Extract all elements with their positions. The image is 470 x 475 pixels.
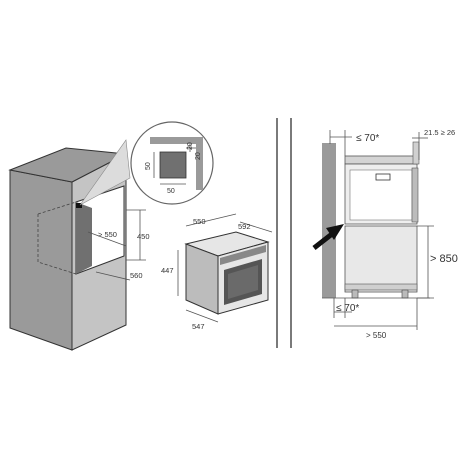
oven-top-width-dimline bbox=[239, 221, 273, 233]
foot-right bbox=[401, 289, 409, 299]
detail-depth-label: 20 bbox=[187, 142, 194, 150]
ventilation-detail: 20 50 20 50 bbox=[130, 121, 214, 205]
vent-slot bbox=[76, 203, 82, 208]
opening-width-dimline bbox=[95, 271, 131, 281]
oven-bottom-width-dimline bbox=[185, 309, 219, 323]
wall-section bbox=[322, 143, 336, 298]
airflow-arrow-head bbox=[326, 224, 344, 240]
section-drawing bbox=[322, 141, 430, 299]
rear-gap-label: 21.5 ≥ 26 bbox=[424, 128, 455, 137]
cabinet-hidden-edge-low bbox=[37, 214, 77, 275]
cabinet-hidden-edge bbox=[37, 201, 77, 215]
oven-bottom-width-label: 547 bbox=[192, 322, 205, 331]
opening-depth-label: > 550 bbox=[98, 230, 117, 239]
oven-section-door bbox=[411, 167, 419, 223]
foot-left bbox=[351, 289, 359, 299]
cabinet-drawing bbox=[8, 147, 128, 351]
lower-cabinet bbox=[344, 225, 418, 293]
floor-height-label: > 850 bbox=[430, 253, 458, 265]
oven-dimensions: 550 592 447 547 bbox=[161, 213, 273, 331]
oven-top-width-label: 592 bbox=[238, 222, 251, 231]
cabinet-niche-inner-side bbox=[76, 202, 92, 274]
cabinet-dimensions: > 550 450 560 bbox=[87, 209, 150, 281]
detail-width-label: 50 bbox=[167, 188, 175, 195]
detail-callout-wedge bbox=[79, 139, 131, 206]
section-dimensions: ≤ 70* 21.5 ≥ 26 > 850 ≤ 70* > 550 bbox=[329, 128, 458, 340]
detail-side-label: 20 bbox=[195, 152, 202, 160]
cabinet-plinth bbox=[344, 283, 418, 291]
cabinet-left-face bbox=[9, 169, 73, 351]
oven-door-highlight bbox=[228, 265, 258, 299]
opening-depth-dimline bbox=[87, 231, 127, 247]
oven-height-label: 447 bbox=[161, 266, 174, 275]
oven-side-face bbox=[185, 243, 219, 315]
oven-drawing bbox=[184, 231, 270, 315]
opening-height-label: 450 bbox=[137, 232, 150, 241]
detail-wall-corner bbox=[150, 137, 203, 190]
oven-top-depth-dimline bbox=[185, 213, 237, 227]
opening-width-label: 560 bbox=[130, 271, 143, 280]
bottom-gap-label: ≤ 70* bbox=[336, 303, 359, 314]
oven-top-depth-label: 550 bbox=[193, 217, 206, 226]
detail-height-label: 50 bbox=[145, 162, 152, 170]
airflow-arrow-shaft bbox=[312, 232, 334, 250]
oven-control-panel bbox=[220, 245, 266, 265]
rear-panel bbox=[412, 141, 420, 165]
airflow-arrow bbox=[312, 224, 344, 250]
top-shelf bbox=[344, 155, 418, 165]
oven-section-handle bbox=[375, 173, 391, 181]
detail-vent-square bbox=[159, 151, 187, 179]
top-gap-label: ≤ 70* bbox=[356, 133, 379, 144]
cabinet-depth-label: > 550 bbox=[366, 331, 387, 340]
